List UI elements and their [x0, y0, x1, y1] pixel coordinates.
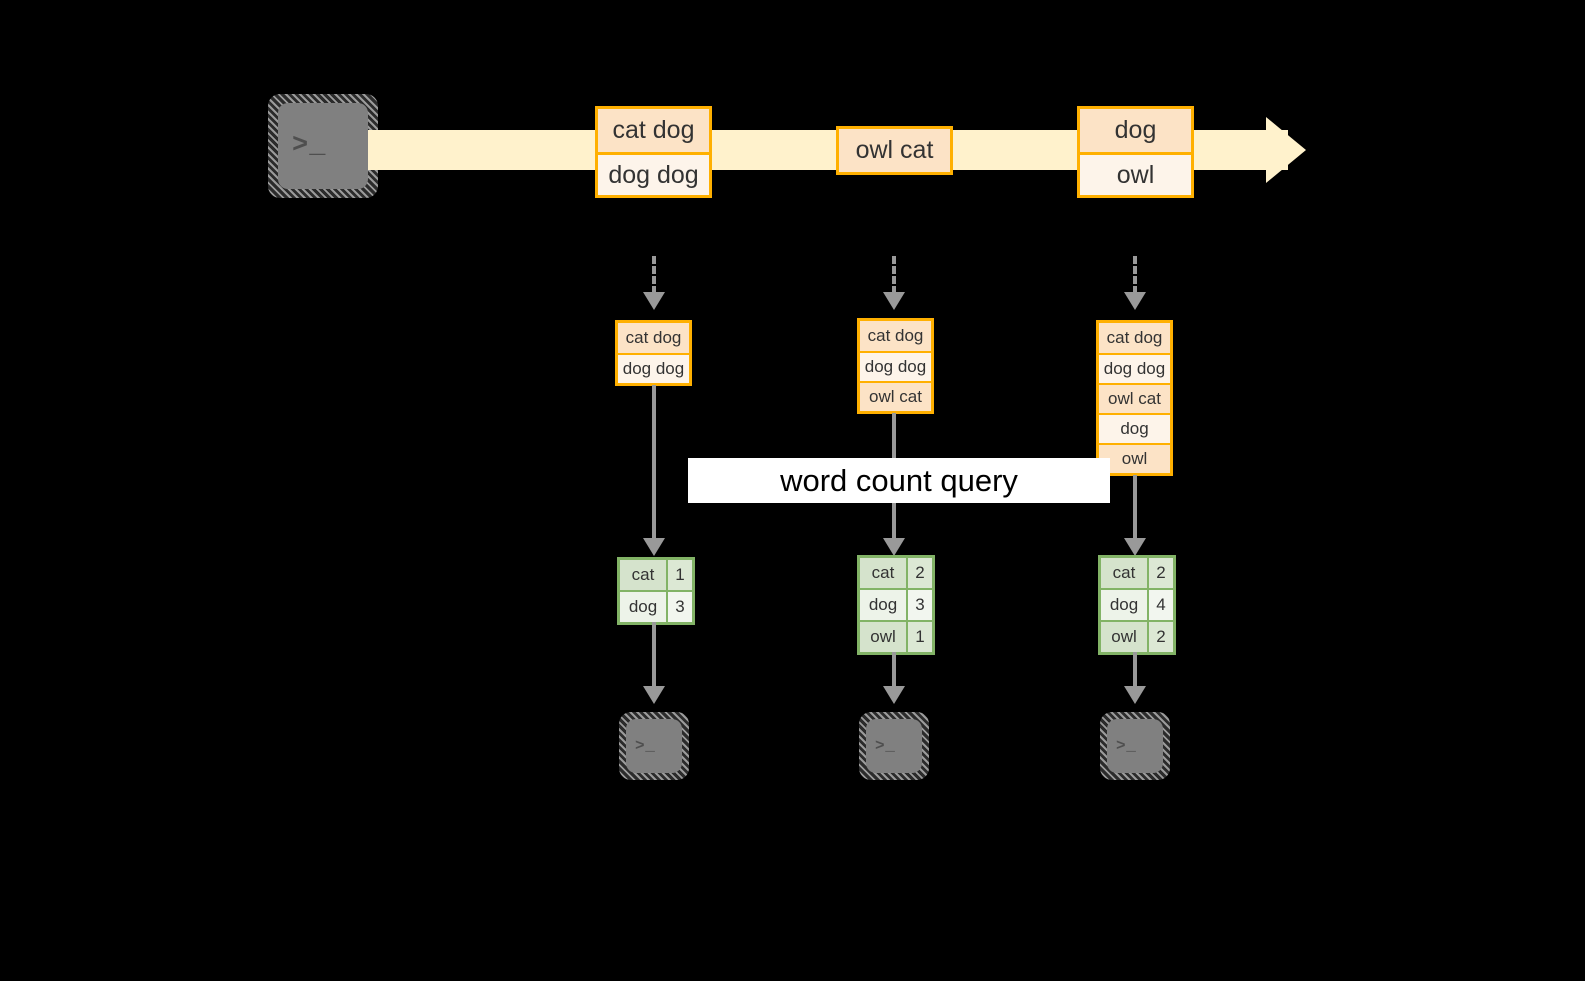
input-line: owl	[1099, 443, 1170, 473]
input-line: dog dog	[1099, 353, 1170, 383]
snapshot-3-sink-terminal-icon: >_	[1100, 712, 1170, 780]
input-line: cat dog	[860, 321, 931, 351]
input-line: dog dog	[860, 351, 931, 381]
result-word: dog	[860, 590, 906, 620]
result-word: dog	[1101, 590, 1147, 620]
snapshot-1-sink-arrowhead	[643, 686, 665, 704]
terminal-prompt-glyph: >_	[875, 737, 896, 755]
result-count: 2	[1147, 558, 1173, 588]
table-row: cat 2	[860, 558, 932, 588]
snapshot-1-sink-connector	[652, 622, 656, 688]
result-word: dog	[620, 592, 666, 622]
result-count: 1	[666, 560, 692, 590]
snapshot-2-query-arrowhead	[883, 538, 905, 556]
snapshot-2-dashed-arrowhead	[883, 292, 905, 310]
result-count: 1	[906, 622, 932, 652]
snapshot-2-input-box: cat dog dog dog owl cat	[857, 318, 934, 414]
snapshot-3-result-table: cat 2 dog 4 owl 2	[1098, 555, 1176, 655]
input-line: dog	[1099, 413, 1170, 443]
snapshot-1-sink-terminal-icon: >_	[619, 712, 689, 780]
input-line: dog dog	[618, 353, 689, 383]
stream-event-line: owl cat	[839, 129, 950, 172]
snapshot-3-sink-connector	[1133, 652, 1137, 688]
input-line: cat dog	[1099, 323, 1170, 353]
snapshot-2-sink-arrowhead	[883, 686, 905, 704]
result-count: 3	[906, 590, 932, 620]
terminal-prompt-glyph: >_	[292, 130, 327, 161]
snapshot-3-query-arrowhead	[1124, 538, 1146, 556]
result-word: owl	[860, 622, 906, 652]
table-row: owl 2	[1101, 620, 1173, 652]
result-count: 3	[666, 592, 692, 622]
result-count: 2	[1147, 622, 1173, 652]
snapshot-1-dashed-arrowhead	[643, 292, 665, 310]
snapshot-2-sink-connector	[892, 652, 896, 688]
stream-event-2: owl cat	[836, 126, 953, 175]
source-terminal-icon: >_	[268, 94, 378, 198]
input-line: owl cat	[860, 381, 931, 411]
table-row: owl 1	[860, 620, 932, 652]
snapshot-1-dashed-connector	[652, 256, 656, 294]
snapshot-3-dashed-connector	[1133, 256, 1137, 294]
snapshot-3-query-connector	[1133, 475, 1137, 540]
result-word: owl	[1101, 622, 1147, 652]
table-row: dog 3	[620, 590, 692, 622]
result-count: 2	[906, 558, 932, 588]
table-row: cat 1	[620, 560, 692, 590]
query-caption-label: word count query	[688, 458, 1110, 503]
result-word: cat	[860, 558, 906, 588]
snapshot-3-input-box: cat dog dog dog owl cat dog owl	[1096, 320, 1173, 476]
table-row: cat 2	[1101, 558, 1173, 588]
table-row: dog 4	[1101, 588, 1173, 620]
snapshot-1-query-connector	[652, 385, 656, 540]
result-word: cat	[1101, 558, 1147, 588]
stream-event-3: dog owl	[1077, 106, 1194, 198]
snapshot-2-result-table: cat 2 dog 3 owl 1	[857, 555, 935, 655]
stream-event-line: dog dog	[598, 152, 709, 195]
stream-event-line: owl	[1080, 152, 1191, 195]
input-line: cat dog	[618, 323, 689, 353]
result-word: cat	[620, 560, 666, 590]
snapshot-1-query-arrowhead	[643, 538, 665, 556]
snapshot-2-sink-terminal-icon: >_	[859, 712, 929, 780]
terminal-prompt-glyph: >_	[1116, 737, 1137, 755]
stream-event-line: dog	[1080, 109, 1191, 152]
snapshot-3-sink-arrowhead	[1124, 686, 1146, 704]
snapshot-2-dashed-connector	[892, 256, 896, 294]
terminal-prompt-glyph: >_	[635, 737, 656, 755]
table-row: dog 3	[860, 588, 932, 620]
stream-event-1: cat dog dog dog	[595, 106, 712, 198]
result-count: 4	[1147, 590, 1173, 620]
input-line: owl cat	[1099, 383, 1170, 413]
snapshot-1-result-table: cat 1 dog 3	[617, 557, 695, 625]
stream-event-line: cat dog	[598, 109, 709, 152]
event-stream-arrowhead	[1266, 117, 1306, 183]
snapshot-3-dashed-arrowhead	[1124, 292, 1146, 310]
snapshot-1-input-box: cat dog dog dog	[615, 320, 692, 386]
